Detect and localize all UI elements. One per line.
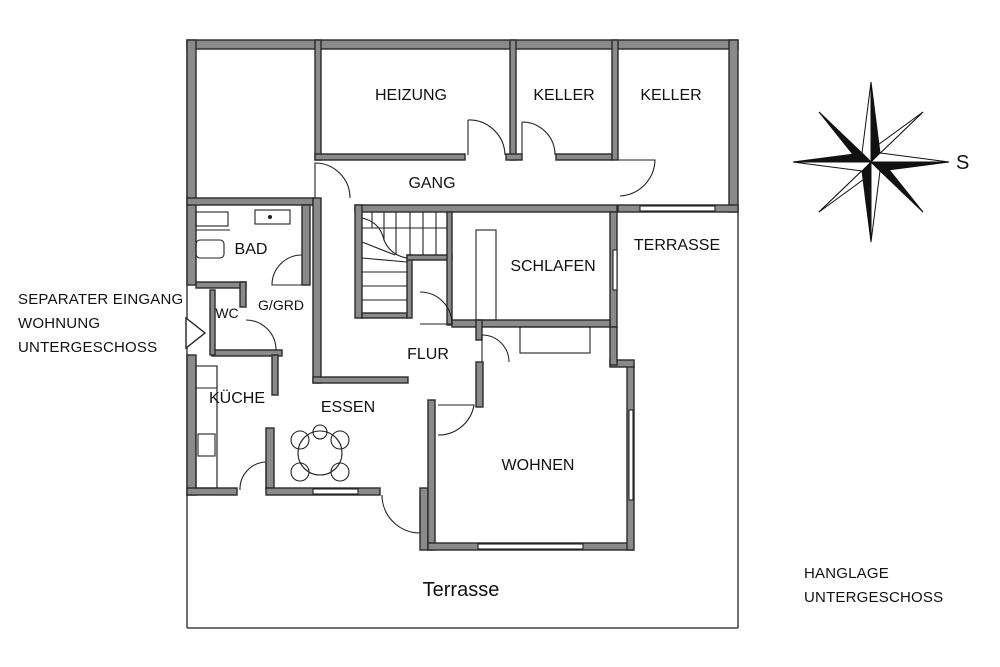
compass-rose-icon	[792, 81, 950, 243]
windows	[312, 205, 716, 550]
room-label-essen: ESSEN	[321, 399, 375, 416]
room-label-terrasse-upper: TERRASSE	[634, 237, 720, 254]
note-line-1: HANGLAGE	[804, 565, 889, 582]
room-label-heizung: HEIZUNG	[375, 87, 447, 104]
plot-outline	[186, 40, 739, 629]
room-label-keller-2: KELLER	[640, 87, 701, 104]
schlafen-furniture	[475, 229, 591, 354]
dining-table	[290, 424, 350, 482]
staircase	[361, 212, 447, 301]
room-label-keller-1: KELLER	[533, 87, 594, 104]
entrance-annotation: SEPARATER EINGANG WOHNUNG UNTERGESCHOSS	[18, 291, 207, 356]
room-label-kueche: KÜCHE	[209, 389, 265, 407]
doors	[239, 119, 656, 534]
room-label-wohnen: WOHNEN	[502, 457, 575, 474]
bathroom-fixtures	[195, 209, 291, 259]
kitchen-counter	[195, 365, 218, 489]
room-label-gang: GANG	[408, 175, 455, 192]
walls	[186, 39, 739, 551]
room-label-terrasse-lower: Terrasse	[423, 579, 500, 601]
room-label-schlafen: SCHLAFEN	[510, 258, 595, 275]
room-label-wc: WC	[215, 305, 238, 321]
compass-direction-label: S	[956, 152, 969, 174]
entrance-arrow-icon	[185, 316, 207, 350]
entrance-label-line-2: WOHNUNG	[18, 315, 100, 332]
entrance-label-line-1: SEPARATER EINGANG	[18, 291, 183, 308]
note-line-2: UNTERGESCHOSS	[804, 589, 943, 606]
entrance-label-line-3: UNTERGESCHOSS	[18, 339, 157, 356]
room-label-flur: FLUR	[407, 346, 449, 363]
room-label-bad: BAD	[235, 241, 268, 258]
room-label-ggrd: G/GRD	[258, 297, 304, 313]
